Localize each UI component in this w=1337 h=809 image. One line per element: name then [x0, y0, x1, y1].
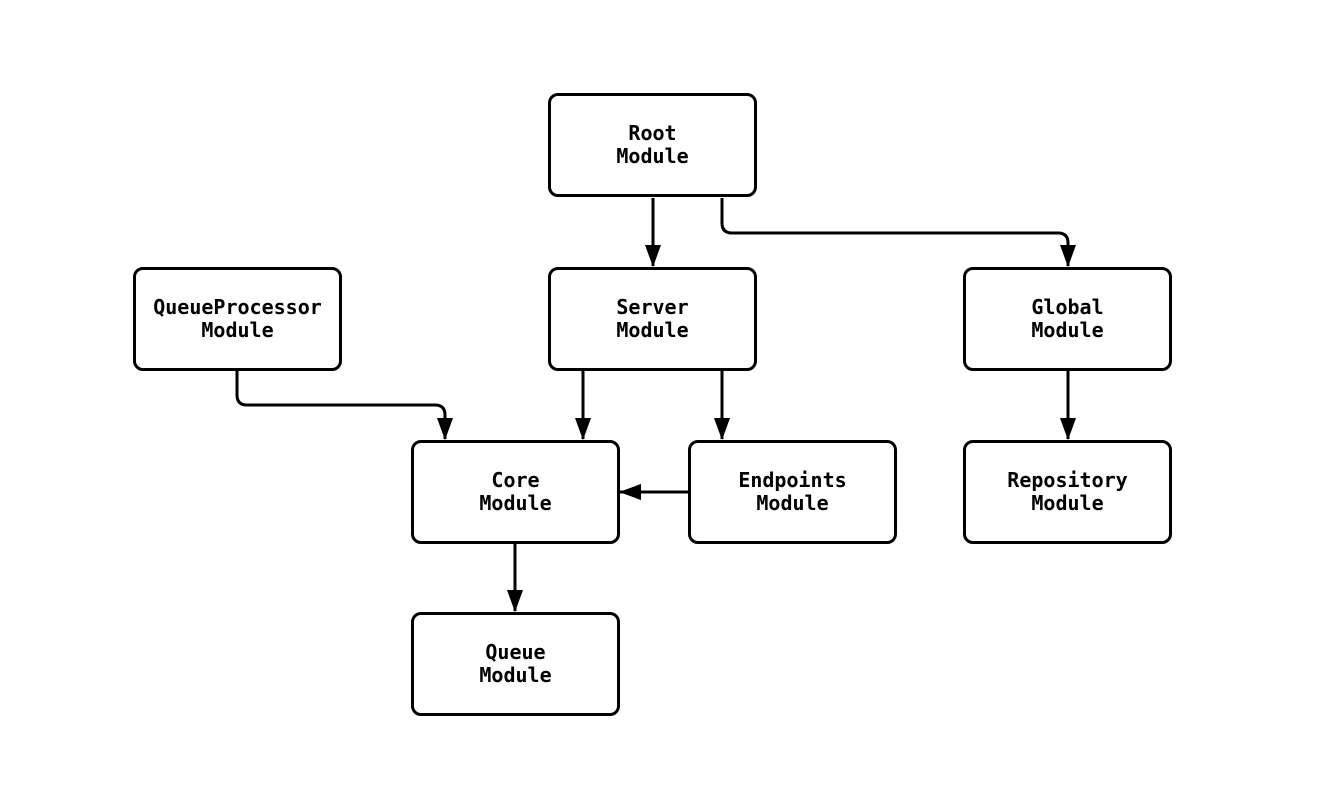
- node-server-module-label: Server Module: [616, 295, 689, 342]
- edge-queueprocessor-to-core: [235, 371, 453, 440]
- node-root-module-label: Root Module: [616, 121, 689, 168]
- node-endpoints-module-label: Endpoints Module: [738, 468, 847, 515]
- node-repository-module: Repository Module: [963, 440, 1172, 544]
- node-repository-module-label: Repository Module: [1007, 468, 1128, 515]
- node-server-module: Server Module: [548, 267, 757, 371]
- node-endpoints-module: Endpoints Module: [688, 440, 897, 544]
- node-core-module: Core Module: [411, 440, 620, 544]
- node-queueprocessor-module-label: QueueProcessor Module: [153, 295, 322, 342]
- node-queue-module: Queue Module: [411, 612, 620, 716]
- node-global-module: Global Module: [963, 267, 1172, 371]
- node-core-module-label: Core Module: [479, 468, 552, 515]
- node-queueprocessor-module: QueueProcessor Module: [133, 267, 342, 371]
- edge-root-to-global: [720, 198, 1076, 267]
- node-global-module-label: Global Module: [1031, 295, 1104, 342]
- node-root-module: Root Module: [548, 93, 757, 197]
- node-queue-module-label: Queue Module: [479, 640, 552, 687]
